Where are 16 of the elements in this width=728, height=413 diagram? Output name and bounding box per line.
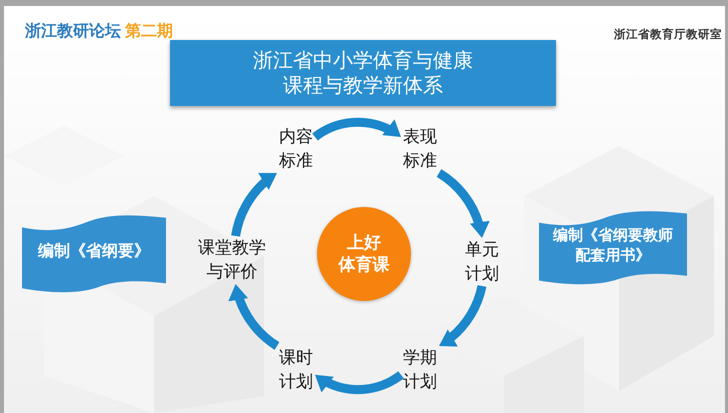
curved-arrow xyxy=(229,283,280,350)
step-label: 课时计划 xyxy=(277,346,315,394)
curved-arrow xyxy=(312,371,404,394)
curved-arrow xyxy=(436,169,489,239)
title-box: 浙江省中小学体育与健康课程与教学新体系 xyxy=(170,40,556,106)
step-label: 内容标准 xyxy=(277,125,315,173)
step-label: 学期计划 xyxy=(401,346,439,394)
step-label: 课堂教学与评价 xyxy=(196,236,268,284)
wave-banner: 编制《省纲要》 xyxy=(22,213,166,293)
step-label: 表现标准 xyxy=(401,125,439,173)
step-label: 单元计划 xyxy=(463,238,501,286)
organization-name: 浙江省教育厅教研室 xyxy=(614,27,722,42)
heading-text: 第二期 xyxy=(125,20,173,41)
curved-arrow xyxy=(312,118,404,141)
wave-banner: 编制《省纲要教师配套用书》 xyxy=(539,209,687,285)
heading-text: 浙江教研论坛 xyxy=(25,20,121,41)
